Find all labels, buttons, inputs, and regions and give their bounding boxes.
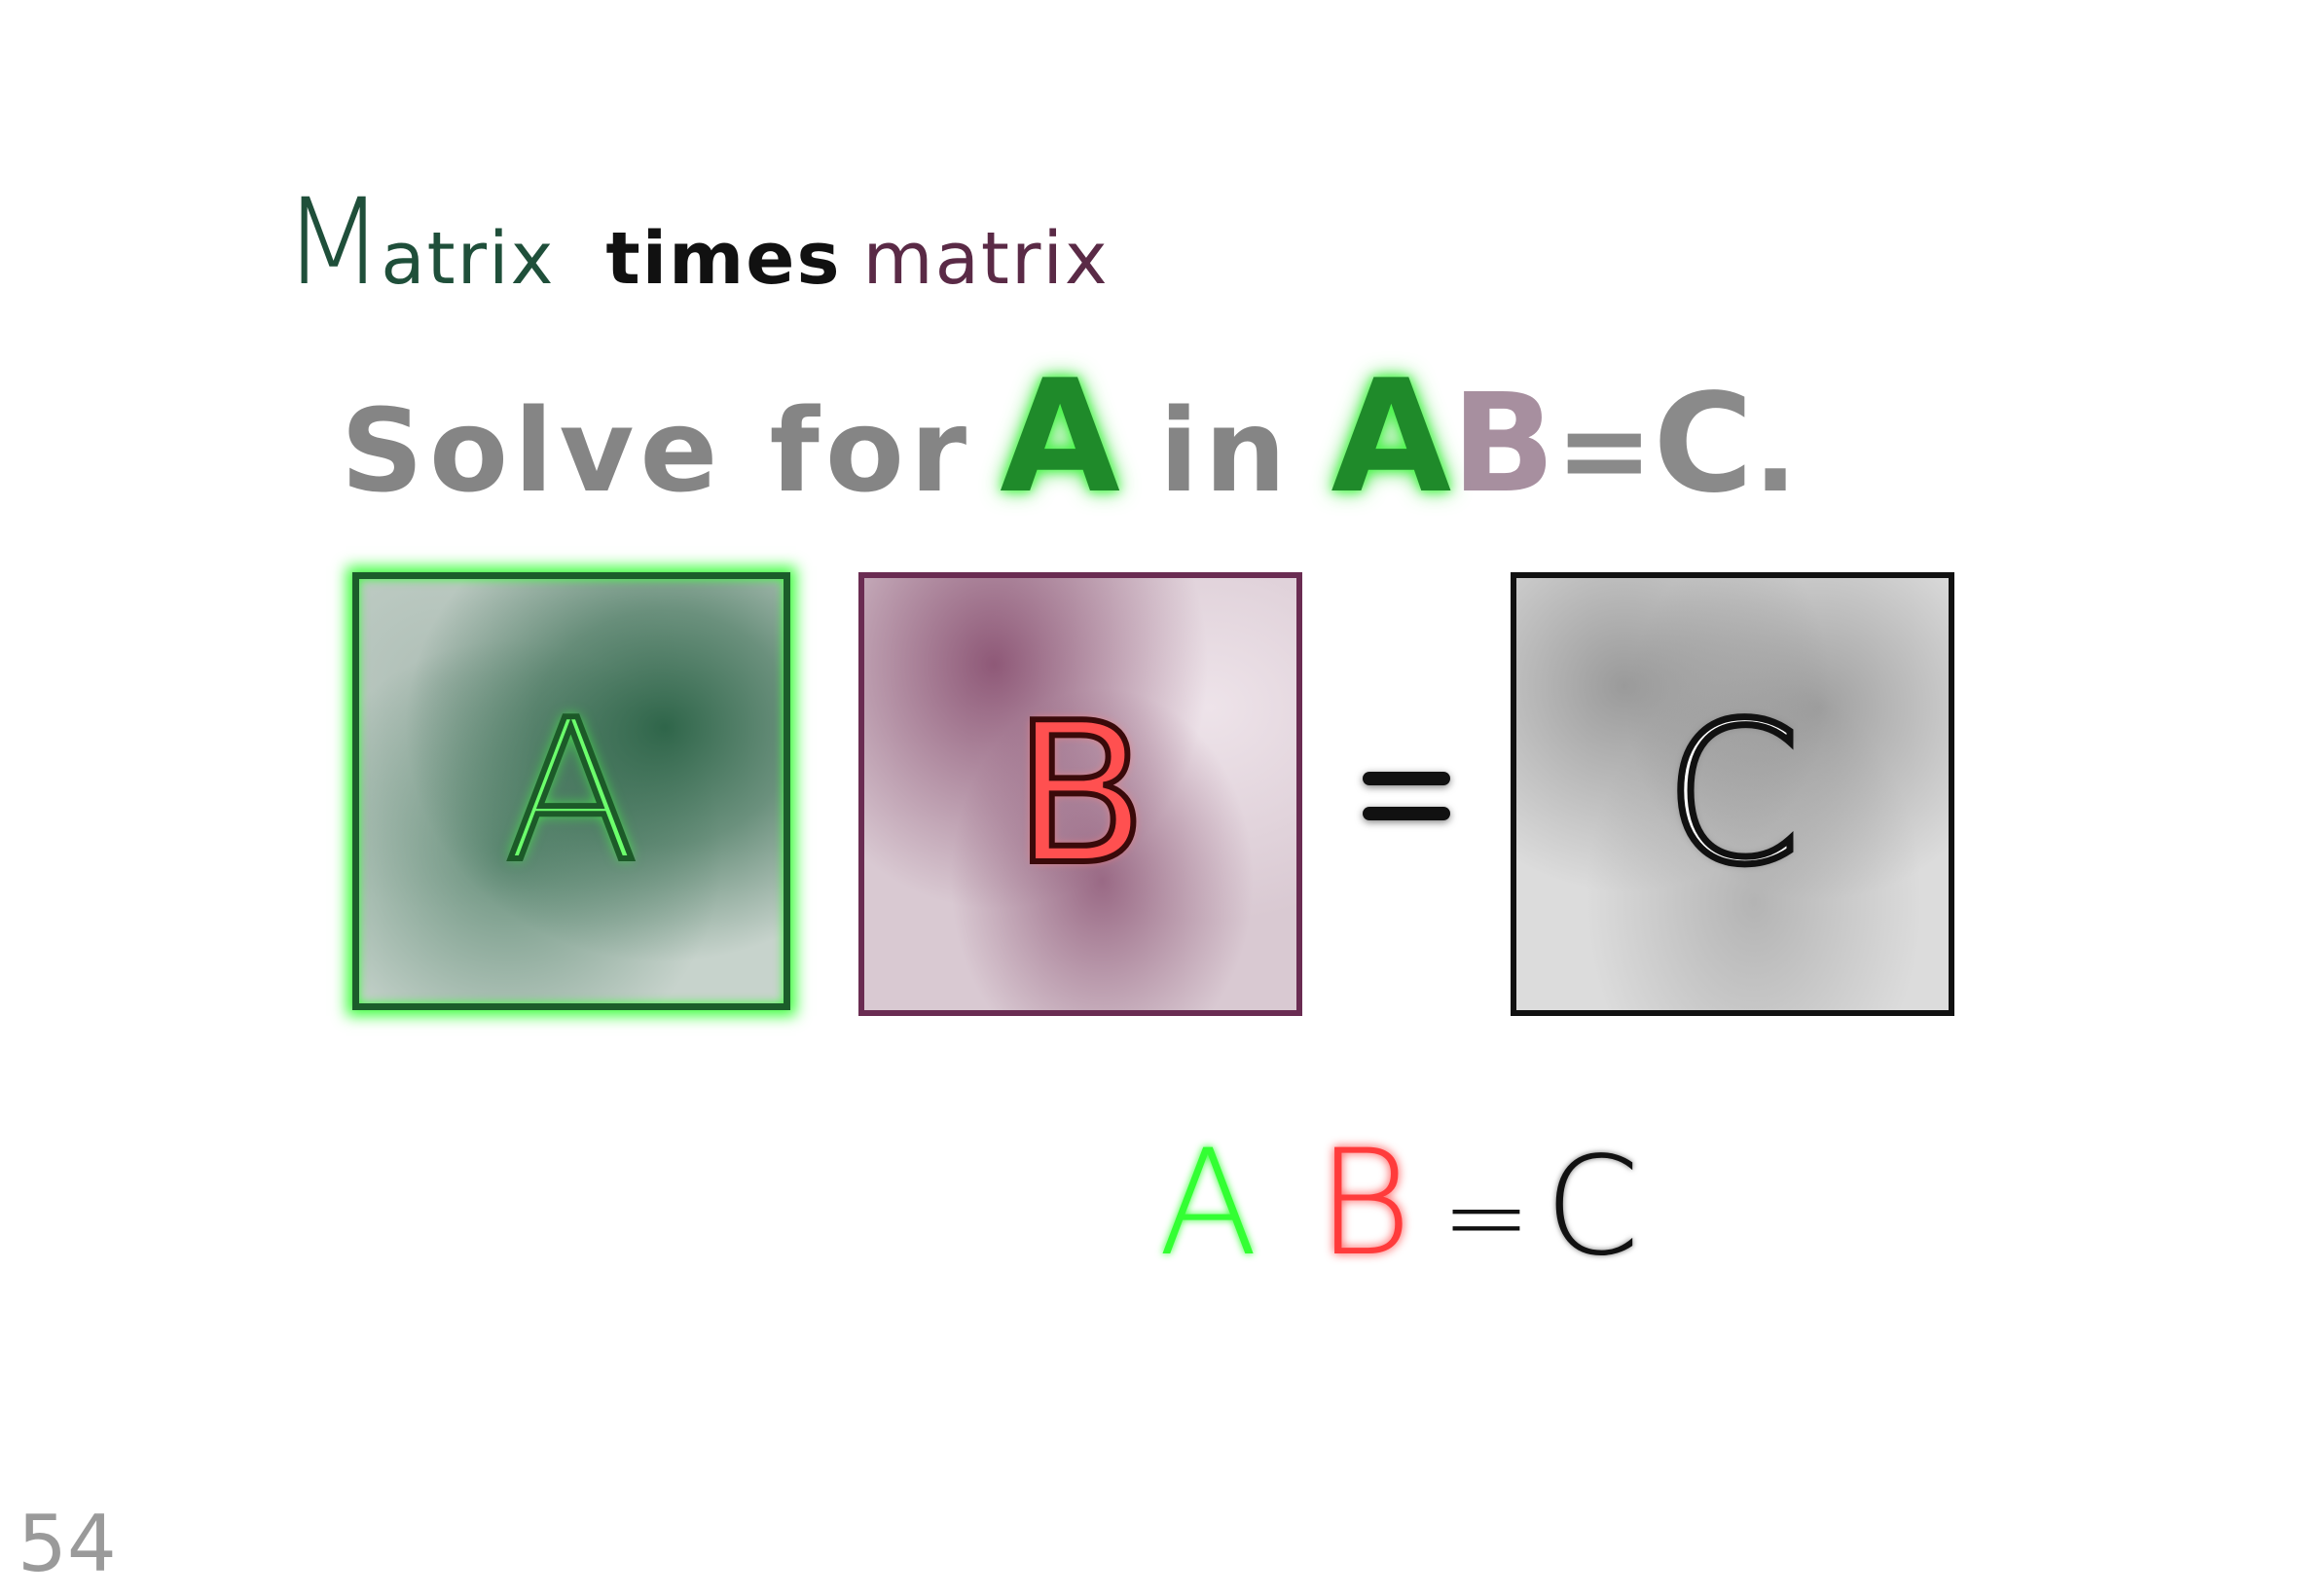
matrix-a-box: A (352, 572, 790, 1010)
equation-c: C (1545, 1128, 1640, 1287)
matrix-c-label: C (1661, 677, 1805, 911)
subtitle-var-a: A (1000, 345, 1120, 527)
subtitle-period: . (1753, 383, 1798, 519)
title-word-matrix: atrix (381, 217, 556, 301)
equation-a: A (1158, 1119, 1258, 1288)
equals-bar-bottom (1363, 807, 1450, 820)
subtitle-eq-b: B (1451, 365, 1555, 524)
matrix-b-box: B (858, 572, 1302, 1016)
equation-b: B (1316, 1119, 1412, 1288)
title-word-times: times (605, 217, 842, 301)
equals-sign (1363, 764, 1450, 832)
page-number: 54 (18, 1499, 117, 1589)
matrix-a-label: A (502, 675, 641, 908)
title-initial-m: M (282, 173, 384, 311)
subtitle-eq-c: C (1653, 365, 1754, 524)
matrix-c-box: C (1511, 572, 1954, 1016)
equals-bar-top (1363, 772, 1450, 785)
title-word-matrix-2: matrix (862, 217, 1110, 301)
subtitle-middle: in (1158, 383, 1293, 518)
subtitle-eq-a: A (1331, 345, 1452, 527)
subtitle-eq-sign: = (1554, 383, 1654, 519)
matrix-b-label: B (1010, 678, 1149, 911)
equation-equals: = (1440, 1154, 1532, 1279)
subtitle-prefix: Solve for (341, 383, 973, 518)
